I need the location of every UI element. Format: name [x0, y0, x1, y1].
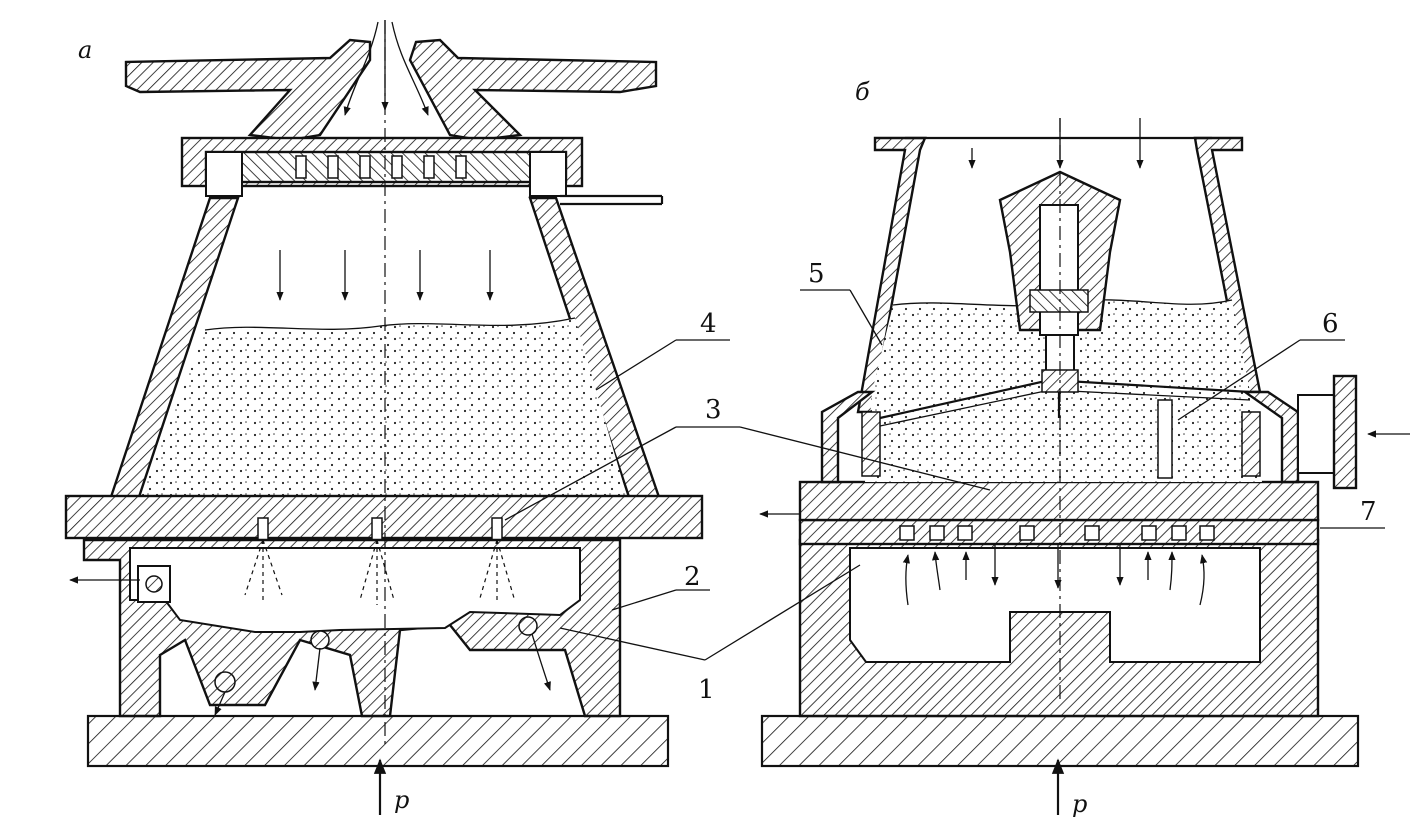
spray-lines-a: [244, 539, 515, 605]
callout-6: 6: [1322, 309, 1339, 339]
nozzle-a3: [214, 671, 236, 693]
callouts-a: 4 3 2 1: [504, 309, 740, 705]
callouts-b: 5 6 7: [800, 259, 1385, 529]
grate-plate-a: [64, 494, 704, 540]
inlet-pipe-b: [1297, 394, 1339, 474]
callout-2: 2: [684, 562, 701, 592]
vessel-flange-b: [798, 480, 1320, 522]
inlet-flange-b: [1332, 374, 1358, 490]
panel-a: a: [64, 20, 740, 815]
nozzle-a1: [310, 630, 330, 650]
panel-a-label: a: [78, 36, 92, 64]
ground-plate-a: [86, 714, 670, 768]
panel-b-label: б: [855, 78, 870, 106]
ground-plate-b: [760, 714, 1360, 768]
support-post-b: [1157, 399, 1173, 479]
outer-casing-b-right: [1241, 390, 1300, 484]
callout-5: 5: [808, 259, 825, 289]
callout-3: 3: [705, 395, 722, 425]
top-distribution-plate: [204, 150, 664, 206]
flow-arrows-b: [902, 545, 1208, 606]
nozzle-a2: [518, 616, 538, 636]
force-label-b: p: [1072, 790, 1087, 818]
callout-1: 1: [698, 675, 715, 705]
side-outlet-a: [69, 565, 171, 603]
granular-bed-a: [140, 318, 628, 500]
flow-arrows-a: [276, 20, 494, 301]
force-label-a: p: [394, 786, 409, 814]
outer-casing-b: [820, 390, 876, 484]
callout-7: 7: [1360, 497, 1377, 527]
grate-plate-b: [798, 518, 1320, 546]
hopper-wall-right: [1193, 136, 1262, 394]
callout-4: 4: [700, 309, 717, 339]
panel-b: б: [704, 78, 1410, 818]
